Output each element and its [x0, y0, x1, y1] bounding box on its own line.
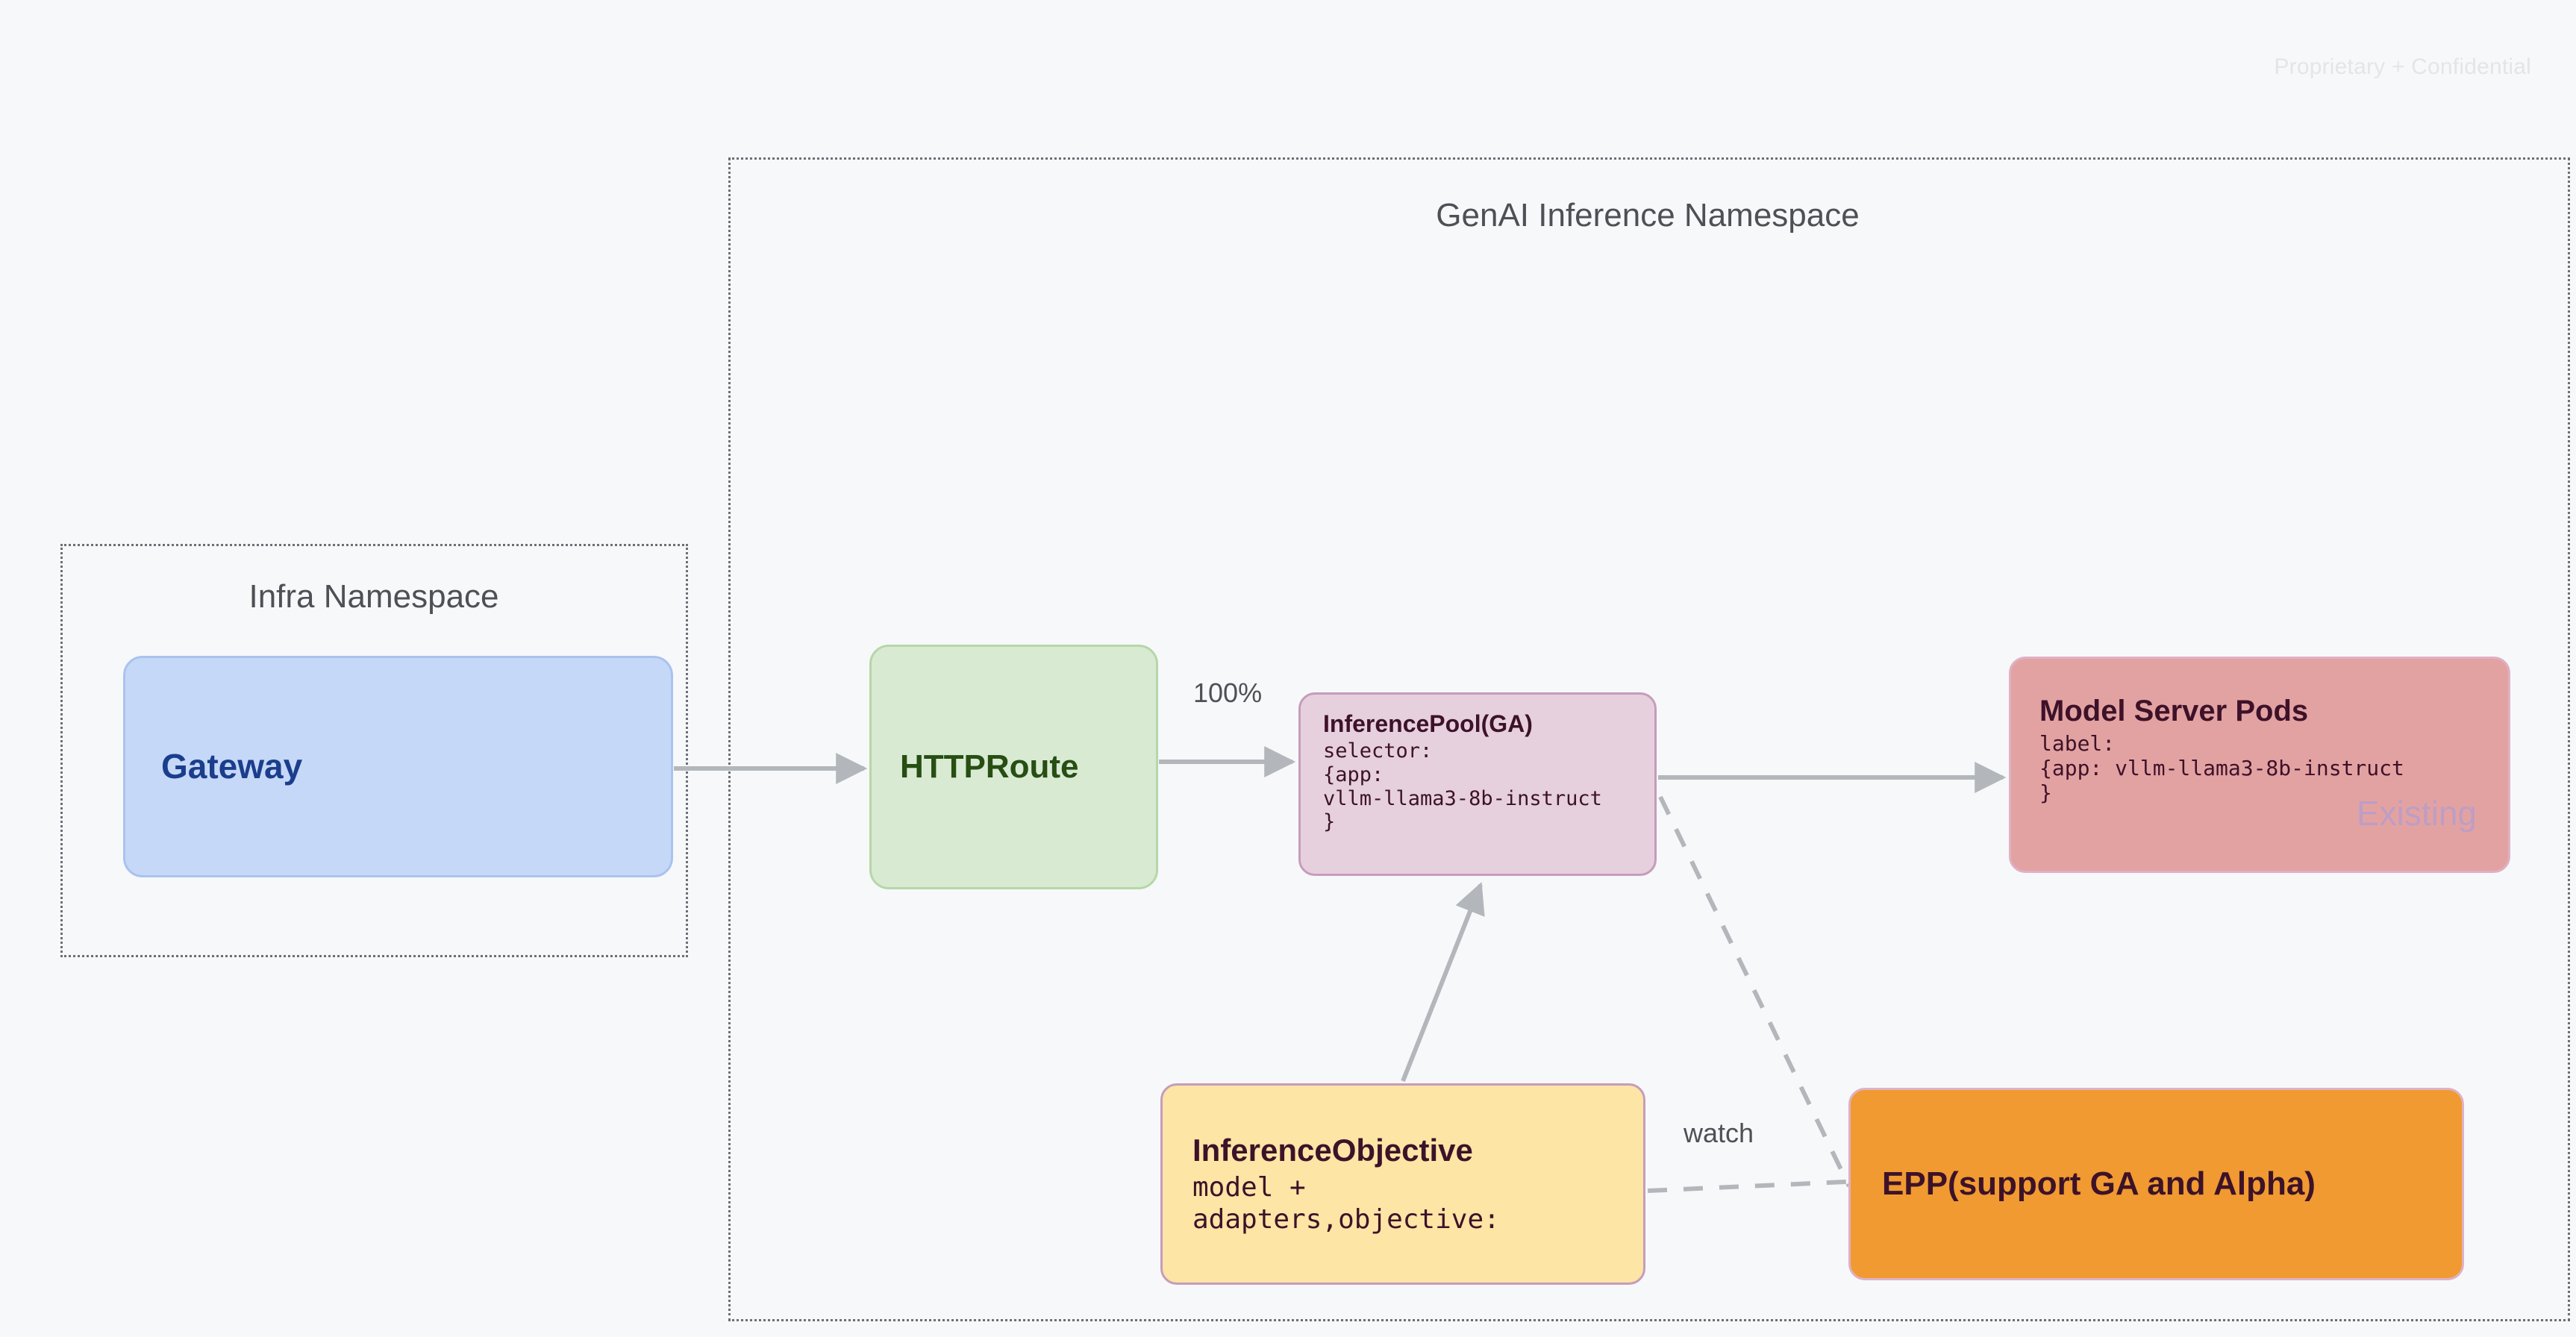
inferenceobjective-title: InferenceObjective	[1192, 1133, 1473, 1168]
gateway-title: Gateway	[161, 746, 303, 786]
inferencepool-title: InferencePool(GA)	[1323, 710, 1533, 737]
confidential-notice: Proprietary + Confidential	[2274, 54, 2531, 79]
infra-namespace-container	[60, 544, 688, 957]
genai-namespace-title: GenAI Inference Namespace	[1436, 197, 1860, 234]
inferencepool-selector: selector: {app: vllm-llama3-8b-instruct …	[1323, 739, 1602, 834]
inferenceobjective-spec: model + adapters,objective:	[1192, 1172, 1500, 1235]
model-server-pods-title: Model Server Pods	[2039, 695, 2309, 727]
genai-namespace-container	[728, 157, 2570, 1321]
node-epp[interactable]: EPP(support GA and Alpha)	[1848, 1088, 2464, 1280]
node-httproute[interactable]: HTTPRoute	[869, 645, 1158, 889]
node-inferenceobjective[interactable]: InferenceObjective model + adapters,obje…	[1160, 1083, 1645, 1285]
edge-label-watch: watch	[1684, 1118, 1754, 1148]
existing-watermark: Existing	[2356, 794, 2477, 833]
edge-label-traffic-weight: 100%	[1193, 677, 1263, 708]
epp-title: EPP(support GA and Alpha)	[1882, 1165, 2316, 1203]
httproute-title: HTTPRoute	[900, 748, 1079, 786]
node-inferencepool[interactable]: InferencePool(GA) selector: {app: vllm-l…	[1298, 692, 1657, 876]
node-model-server-pods[interactable]: Model Server Pods label: {app: vllm-llam…	[2009, 657, 2510, 873]
node-gateway[interactable]: Gateway	[123, 656, 673, 877]
model-server-pods-label: label: {app: vllm-llama3-8b-instruct }	[2039, 730, 2404, 805]
infra-namespace-title: Infra Namespace	[248, 578, 499, 615]
